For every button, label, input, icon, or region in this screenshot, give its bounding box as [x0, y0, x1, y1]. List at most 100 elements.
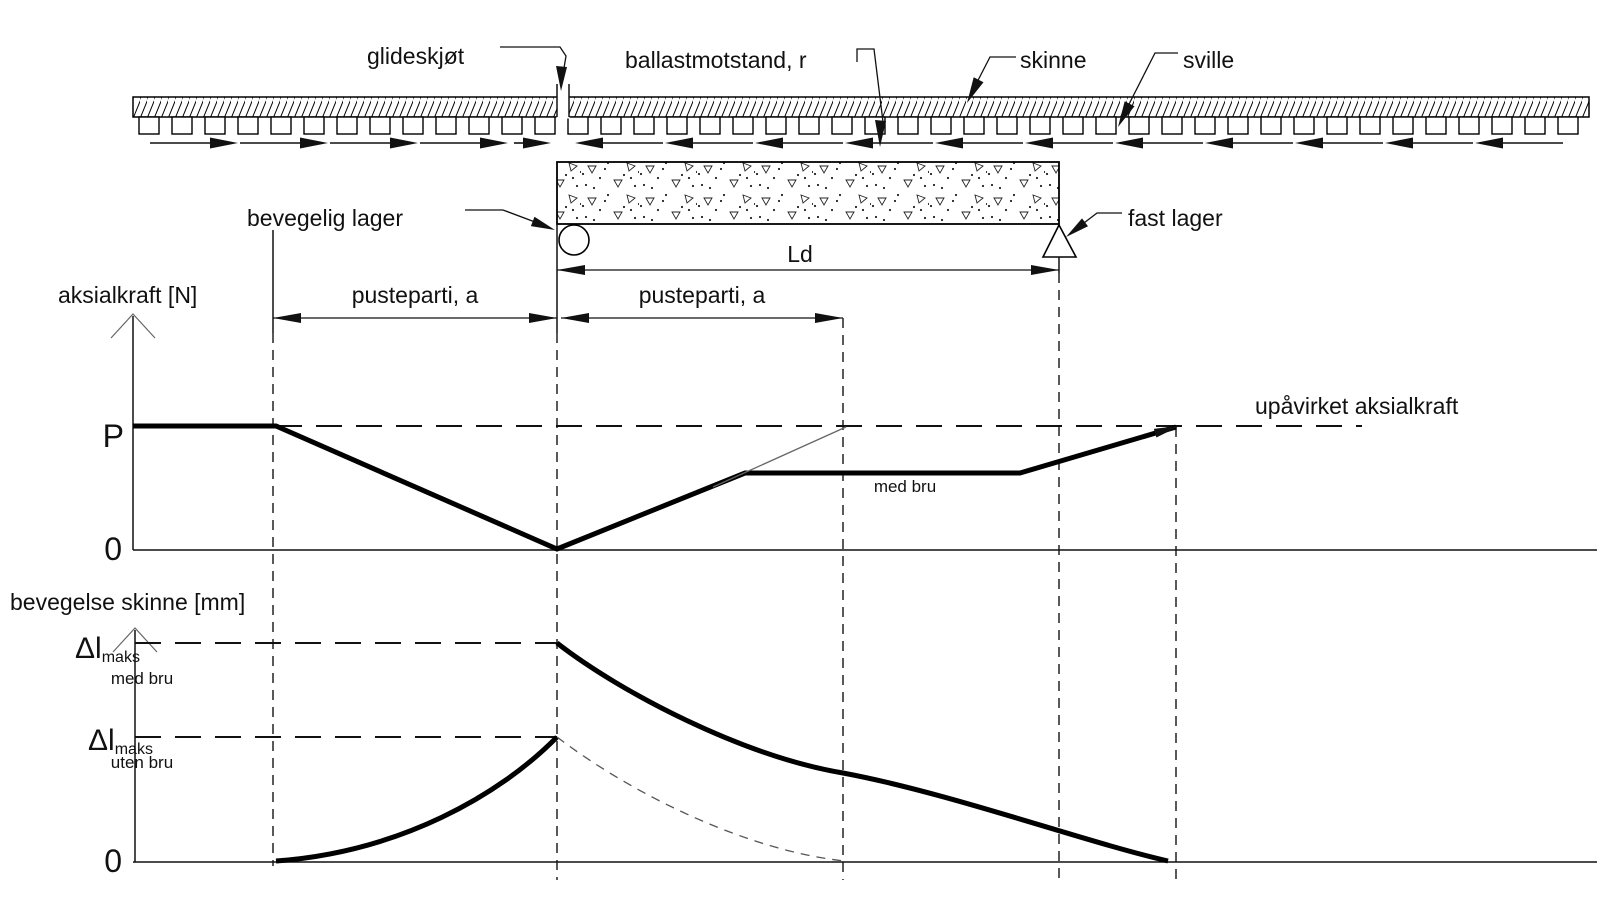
ballast-resistance-leader [856, 48, 884, 123]
ballast-arrowhead-right [480, 137, 508, 149]
sleeper [204, 116, 226, 135]
force-chart: aksialkraft [N] P 0 med bru upåvirket ak… [58, 282, 1597, 567]
reference-lines [272, 273, 1177, 880]
sleeper [1524, 116, 1546, 135]
sleepers [138, 116, 1579, 135]
sleeper [1029, 116, 1051, 135]
ballast-resistance-arrows [150, 137, 1563, 149]
ballast-arrowhead-left [1025, 137, 1053, 149]
movement-zero-label: 0 [104, 843, 122, 879]
movement-decay-curve-with-bridge [555, 641, 1169, 864]
movement-axis-title: bevegelse skinne [mm] [10, 589, 245, 615]
sliding-joint-label: glideskjøt [367, 43, 465, 69]
sleeper [1227, 116, 1249, 135]
sleeper [270, 116, 292, 135]
ballast-arrowhead-right [390, 137, 418, 149]
breathing-zone-right-label: pusteparti, a [639, 282, 766, 308]
movement-chart: bevegelse skinne [mm] Δlmaks med bru Δlm… [10, 589, 1597, 879]
dim-arrowhead [815, 313, 843, 323]
sleeper [171, 116, 193, 135]
fixed-bearing-label: fast lager [1128, 205, 1223, 231]
sleeper [1359, 116, 1381, 135]
sleeper [1326, 116, 1348, 135]
sleeper [1491, 116, 1513, 135]
sleeper [897, 116, 919, 135]
movable-bearing-arrowhead [530, 216, 555, 230]
ld-arrowhead-left [557, 265, 585, 275]
delta-max-without-bridge-label: Δlmaks [88, 724, 153, 758]
sleeper [1194, 116, 1216, 135]
unaffected-force-label: upåvirket aksialkraft [1255, 393, 1459, 419]
sleeper [732, 116, 754, 135]
fixed-bearing-icon [1041, 223, 1078, 258]
movable-bearing-leader [465, 209, 536, 223]
sleeper [369, 116, 391, 135]
sleeper [1458, 116, 1480, 135]
ballast-arrowhead-left [1385, 137, 1413, 149]
movement-rise-curve [275, 735, 559, 864]
dim-arrowhead [273, 313, 301, 323]
ld-arrowhead-right [1031, 265, 1059, 275]
sleeper-label: sville [1183, 47, 1234, 73]
sleeper [600, 116, 622, 135]
force-without-bridge-line [712, 426, 847, 488]
sleeper [963, 116, 985, 135]
sleeper [1260, 116, 1282, 135]
ballast-arrowhead-right [523, 137, 551, 149]
bridge-deck: Ld pusteparti, a pusteparti, a [272, 161, 1078, 333]
force-y-axis-arrow [110, 313, 156, 339]
ballast-resistance-arrowhead [875, 120, 886, 147]
movable-bearing-icon [558, 224, 590, 256]
sleeper [666, 116, 688, 135]
force-zero-label: 0 [104, 531, 122, 567]
p-level-label: P [103, 418, 124, 454]
track [132, 84, 1590, 149]
fixed-bearing-arrowhead [1066, 218, 1088, 237]
sleeper [798, 116, 820, 135]
sleeper [1392, 116, 1414, 135]
ballast-resistance-label: ballastmotstand, r [625, 47, 807, 73]
ballast-arrowhead-left [575, 137, 603, 149]
sleeper [237, 116, 259, 135]
ballast-arrowhead-left [935, 137, 963, 149]
ballast-arrowhead-left [665, 137, 693, 149]
force-axis-title: aksialkraft [N] [58, 282, 197, 308]
sleeper [699, 116, 721, 135]
callouts: glideskjøt ballastmotstand, r skinne svi… [247, 43, 1234, 237]
sleeper [1128, 116, 1150, 135]
ballast-arrowhead-left [755, 137, 783, 149]
rail-label: skinne [1020, 47, 1086, 73]
sleeper [468, 116, 490, 135]
with-bridge-label: med bru [874, 477, 936, 496]
ballast-arrowhead-left [1115, 137, 1143, 149]
rail-joint-gap [556, 95, 570, 119]
ballast-arrowhead-right [210, 137, 238, 149]
sleeper [534, 116, 556, 135]
sleeper [633, 116, 655, 135]
ballast-arrowhead-left [1205, 137, 1233, 149]
axial-force-curve [133, 423, 1177, 552]
sleeper [930, 116, 952, 135]
sleeper [1293, 116, 1315, 135]
sleeper [435, 116, 457, 135]
sleeper [336, 116, 358, 135]
sleeper [1161, 116, 1183, 135]
ballast-arrowhead-left [1475, 137, 1503, 149]
sleeper [1425, 116, 1447, 135]
sleeper-leader [1124, 52, 1178, 113]
delta-max-with-bridge-label: Δlmaks [75, 632, 140, 666]
sleeper-arrowhead [1118, 101, 1135, 127]
breathing-zone-left-label: pusteparti, a [352, 282, 479, 308]
sleeper [402, 116, 424, 135]
rail-hatching [133, 97, 1589, 117]
span-length-label: Ld [787, 241, 813, 267]
force-curve-arrowhead [1153, 425, 1180, 438]
delta-max-without-bridge-note: uten bru [111, 753, 173, 772]
sleeper [303, 116, 325, 135]
movable-bearing-label: bevegelig lager [247, 205, 403, 231]
ballast-arrowhead-left [1295, 137, 1323, 149]
delta-max-with-bridge-note: med bru [111, 669, 173, 688]
sleeper [996, 116, 1018, 135]
ballast-arrowhead-right [300, 137, 328, 149]
